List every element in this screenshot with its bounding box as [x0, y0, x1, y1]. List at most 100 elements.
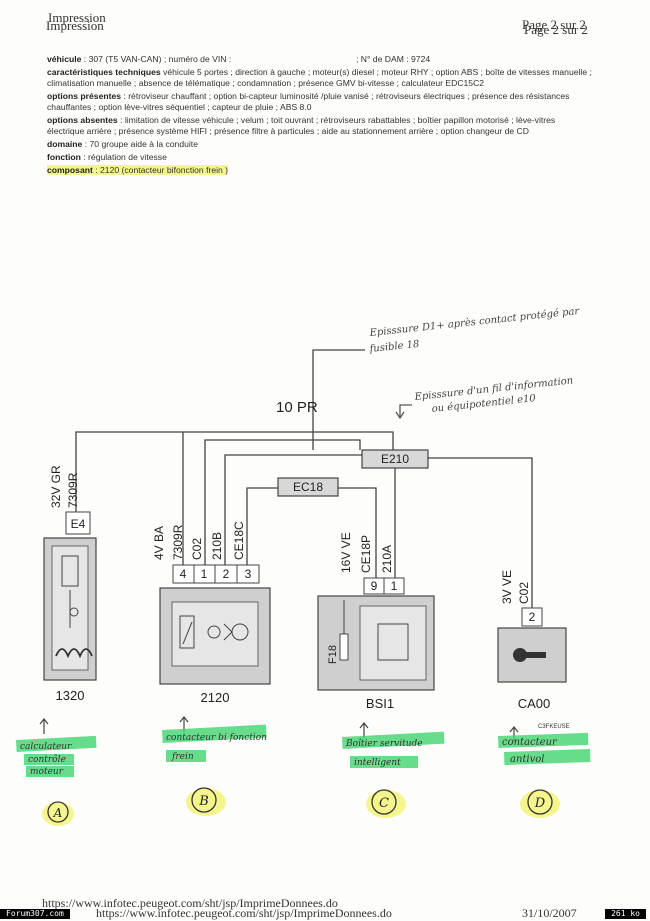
tech-value: véhicule 5 portes ; direction à gauche ;…	[47, 67, 592, 88]
wire-ce18c	[246, 487, 278, 565]
note-c-line1: Boîtier servitude	[345, 738, 423, 749]
fuse-label: F18	[327, 645, 339, 664]
domain-label: domaine	[47, 139, 83, 149]
switch-lever-icon	[182, 621, 193, 645]
comp2-wire-1: C02	[190, 538, 204, 560]
present-label: options présentes	[47, 91, 122, 101]
component-ca00: 3V VE C02 2 CA00 C3FKEUSE	[497, 570, 570, 730]
note-a-line2: contrôle	[28, 754, 66, 765]
function-line: fonction : régulation de vitesse	[47, 152, 592, 163]
letter-markers: A B C D	[42, 787, 560, 826]
comp3-module	[359, 605, 427, 681]
wire-top	[75, 431, 394, 512]
note-b-line2: frein	[171, 752, 194, 762]
wire-c02-ca00	[428, 457, 533, 608]
file-size: 261 ko	[605, 909, 646, 919]
comp3-wire-label: 16V VE	[339, 532, 353, 573]
tech-label: caractéristiques techniques	[47, 67, 161, 77]
domain-line: domaine : 70 groupe aide à la conduite	[47, 139, 592, 150]
comp3-wire-0: CE18P	[359, 535, 373, 573]
note1-line1: Episssure D1+ après contact protégé par	[368, 306, 581, 339]
comp2-inner	[171, 601, 259, 667]
hl-a3	[26, 766, 74, 777]
hl-a1	[15, 735, 97, 752]
hl-b2	[166, 750, 206, 762]
wire-bus-up	[312, 349, 365, 450]
note1-line2: fusible 18	[368, 339, 420, 355]
hl-a2	[24, 754, 74, 765]
arrow-a	[39, 718, 49, 734]
comp1-wire-label: 32V GR	[49, 465, 63, 508]
node-e210-label: E210	[381, 452, 409, 466]
comp2-pin-2: 2	[223, 567, 230, 581]
comp2-pin-1: 1	[201, 567, 208, 581]
comp2-wire-label: 4V BA	[152, 526, 166, 560]
fuse-icon	[339, 633, 349, 661]
note-a-line3: moteur	[30, 767, 64, 777]
blob-a	[42, 802, 74, 826]
hl-d1	[497, 732, 589, 748]
print-title: Impression	[48, 10, 106, 25]
key-icon	[513, 648, 527, 662]
note-a-line1: calculateur	[20, 742, 72, 752]
function-label: fonction	[47, 152, 81, 162]
letter-c: C	[379, 796, 389, 811]
comp4-pin-box	[521, 607, 543, 627]
letter-b: B	[198, 794, 209, 809]
note2-arrow	[399, 404, 412, 418]
comp2-wire-0: 7309R	[171, 524, 185, 560]
comp2-pin-3: 3	[245, 567, 252, 581]
circle-a	[47, 801, 69, 823]
hl-c1	[341, 731, 445, 749]
component-2120: 4V BA 7309R C02 210B CE18C 4 1 2 3 2120	[152, 521, 271, 705]
key-blade-icon	[526, 652, 546, 658]
present-value: : rétroviseur chauffant ; option bi-capt…	[47, 91, 570, 112]
footer-date: 31/10/2007	[522, 906, 577, 920]
comp2-pin-0: 4	[180, 567, 187, 581]
wire-ce18p	[338, 487, 377, 578]
comp3-pin-0: 9	[371, 579, 378, 593]
comp3-id: BSI1	[366, 696, 394, 711]
lamp-ray-icon	[223, 623, 233, 641]
comp2-wire-2: 210B	[210, 532, 224, 560]
page-number: Page 2 sur 2	[522, 17, 586, 32]
comp3-wire-1: 210A	[380, 545, 394, 573]
hl-b1	[161, 724, 267, 743]
function-value: : régulation de vitesse	[83, 152, 167, 162]
component-label: composant	[47, 165, 93, 175]
footer-url-ghost: https://www.infotec.peugeot.com/sht/jsp/…	[96, 906, 392, 920]
wire-210b	[224, 454, 362, 565]
comp2-id: 2120	[201, 690, 230, 705]
absent-label: options absentes	[47, 115, 118, 125]
note-c-line2: intelligent	[354, 758, 401, 768]
vehicle-value: : 307 (T5 VAN-CAN) ; numéro de VIN :	[83, 54, 232, 64]
pointer-arrows	[39, 716, 519, 742]
coil-icon	[55, 648, 93, 659]
comp4-pin: 2	[529, 610, 536, 624]
comp1-wire-code: 7309R	[66, 472, 80, 508]
comp1-id: 1320	[56, 688, 85, 703]
comp4-tag: C3FKEUSE	[538, 724, 570, 730]
wire-c02	[204, 439, 361, 565]
node-ec18	[277, 477, 339, 497]
blob-d	[520, 790, 560, 818]
arrow-c	[359, 722, 369, 738]
comp1-connector: E4	[71, 517, 86, 531]
hl-d2	[504, 748, 591, 765]
component-value: : 2120 (contacteur bifonction frein )	[95, 165, 229, 175]
note2-arrow-head	[395, 411, 405, 420]
circle-d	[527, 789, 553, 815]
component-highlight: composant : 2120 (contacteur bifonction …	[47, 165, 229, 175]
domain-value: : 70 groupe aide à la conduite	[84, 139, 198, 149]
node-ec18-label: EC18	[293, 480, 323, 494]
component-bsi1: 16V VE CE18P 210A 9 1 F18 BSI1	[317, 532, 435, 711]
comp1-connector-box	[65, 511, 91, 535]
tech-line: caractéristiques techniques véhicule 5 p…	[47, 67, 592, 89]
footer-url[interactable]: https://www.infotec.peugeot.com/sht/jsp/…	[42, 896, 338, 910]
letter-a: A	[53, 806, 63, 820]
note-d-line2: antivol	[510, 754, 545, 765]
absent-value: : limitation de vitesse véhicule ; velum…	[47, 115, 556, 136]
comp2-wire-3: CE18C	[232, 521, 246, 560]
comp1-sensor-icon	[69, 607, 79, 617]
